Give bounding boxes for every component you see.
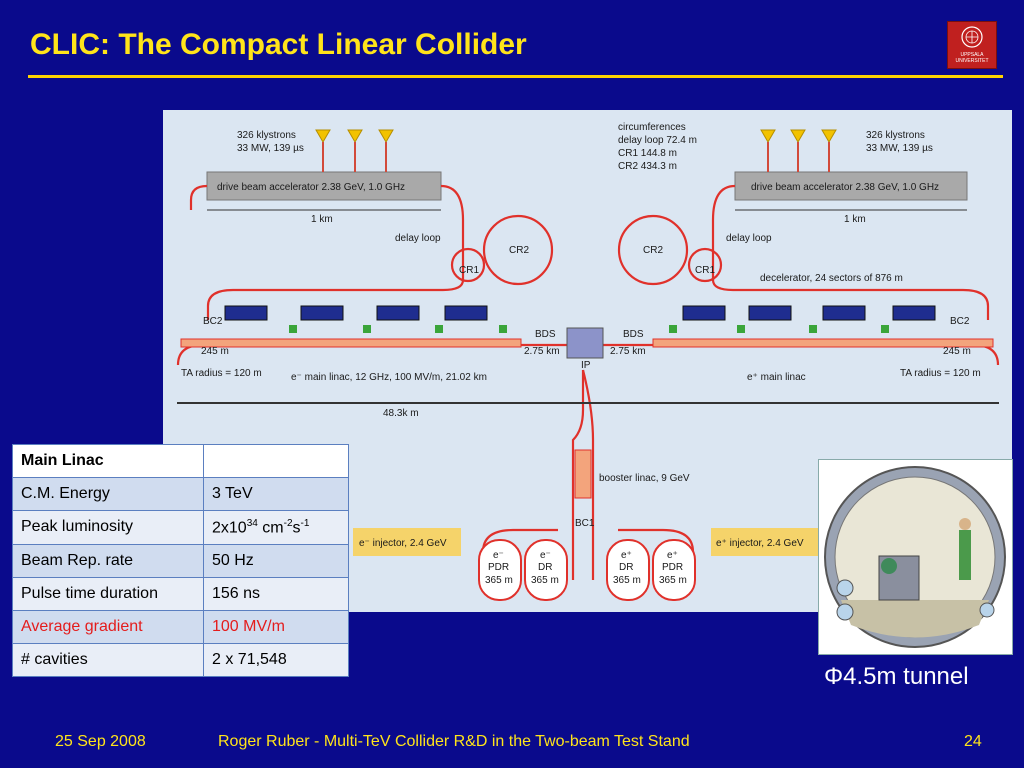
row-param: Pulse time duration — [12, 577, 204, 612]
svg-text:DR: DR — [538, 562, 552, 573]
svg-text:drive beam accelerator 2.38 Ge: drive beam accelerator 2.38 GeV, 1.0 GHz — [217, 182, 405, 193]
svg-text:CR2: CR2 — [509, 245, 529, 256]
svg-text:CR1 144.8 m: CR1 144.8 m — [618, 148, 677, 159]
svg-text:TA radius = 120 m: TA radius = 120 m — [900, 368, 981, 379]
svg-text:1 km: 1 km — [844, 214, 866, 225]
svg-text:326 klystrons: 326 klystrons — [237, 130, 296, 141]
svg-text:delay loop: delay loop — [395, 233, 441, 244]
svg-text:e⁻: e⁻ — [540, 550, 551, 561]
svg-text:circumferences: circumferences — [618, 122, 686, 133]
svg-text:CR2: CR2 — [643, 245, 663, 256]
table-header-row: Main Linac — [12, 444, 349, 478]
tunnel-cross-section-image — [818, 459, 1013, 655]
svg-text:e⁻: e⁻ — [493, 550, 504, 561]
svg-text:BDS: BDS — [535, 329, 556, 340]
svg-text:CR1: CR1 — [459, 265, 479, 276]
row-value: 2x1034 cm-2s-1 — [203, 509, 349, 546]
tunnel-caption: Φ4.5m tunnel — [824, 663, 969, 690]
row-value: 100 MV/m — [203, 610, 349, 645]
svg-text:1 km: 1 km — [311, 214, 333, 225]
svg-text:PDR: PDR — [488, 562, 509, 573]
svg-text:365 m: 365 m — [531, 575, 559, 586]
svg-text:365 m: 365 m — [613, 575, 641, 586]
svg-text:BC2: BC2 — [203, 316, 223, 327]
table-row-highlight: Average gradient 100 MV/m — [12, 610, 349, 645]
logo-text: UPPSALA UNIVERSITET — [955, 52, 989, 64]
row-param: Beam Rep. rate — [12, 544, 204, 579]
page-number: 24 — [964, 733, 982, 750]
svg-text:48.3k m: 48.3k m — [383, 408, 419, 419]
svg-text:BC2: BC2 — [950, 316, 970, 327]
table-row: # cavities 2 x 71,548 — [12, 643, 349, 678]
svg-text:BC1: BC1 — [575, 518, 595, 529]
svg-text:326 klystrons: 326 klystrons — [866, 130, 925, 141]
svg-text:drive beam accelerator 2.38 Ge: drive beam accelerator 2.38 GeV, 1.0 GHz — [751, 182, 939, 193]
svg-text:365 m: 365 m — [485, 575, 513, 586]
svg-text:TA radius = 120 m: TA radius = 120 m — [181, 368, 262, 379]
slide-title: CLIC: The Compact Linear Collider — [30, 28, 527, 61]
svg-text:e⁻ main linac, 12 GHz, 100 MV/: e⁻ main linac, 12 GHz, 100 MV/m, 21.02 k… — [291, 372, 487, 383]
table-row: Pulse time duration 156 ns — [12, 577, 349, 612]
svg-text:decelerator, 24 sectors of 876: decelerator, 24 sectors of 876 m — [760, 273, 903, 284]
svg-text:PDR: PDR — [662, 562, 683, 573]
row-value: 156 ns — [203, 577, 349, 612]
table-row: Peak luminosity 2x1034 cm-2s-1 — [12, 509, 349, 546]
svg-text:e⁺: e⁺ — [621, 550, 632, 561]
svg-text:2.75 km: 2.75 km — [524, 346, 560, 357]
svg-text:DR: DR — [619, 562, 633, 573]
row-value: 50 Hz — [203, 544, 349, 579]
svg-text:33 MW, 139 µs: 33 MW, 139 µs — [237, 143, 304, 154]
footer-date: 25 Sep 2008 — [55, 733, 146, 750]
svg-text:e⁺ main linac: e⁺ main linac — [747, 372, 806, 383]
table-row: Beam Rep. rate 50 Hz — [12, 544, 349, 579]
svg-text:2.75 km: 2.75 km — [610, 346, 646, 357]
svg-text:IP: IP — [581, 360, 591, 371]
table-header-empty — [203, 444, 349, 478]
svg-text:booster linac, 9 GeV: booster linac, 9 GeV — [599, 473, 690, 484]
table-row: C.M. Energy 3 TeV — [12, 477, 349, 511]
svg-text:delay loop 72.4 m: delay loop 72.4 m — [618, 135, 697, 146]
row-param: Average gradient — [12, 610, 204, 645]
uppsala-university-logo: UPPSALA UNIVERSITET — [947, 21, 997, 69]
svg-text:BDS: BDS — [623, 329, 644, 340]
row-param: C.M. Energy — [12, 477, 204, 511]
svg-text:245 m: 245 m — [943, 346, 971, 357]
main-linac-table: Main Linac C.M. Energy 3 TeV Peak lumino… — [12, 444, 349, 678]
svg-text:245 m: 245 m — [201, 346, 229, 357]
svg-text:e⁺ injector, 2.4 GeV: e⁺ injector, 2.4 GeV — [716, 538, 804, 549]
row-value: 2 x 71,548 — [203, 643, 349, 678]
svg-text:delay loop: delay loop — [726, 233, 772, 244]
table-header: Main Linac — [12, 444, 204, 478]
row-param: # cavities — [12, 643, 204, 678]
title-underline — [28, 75, 1003, 78]
footer-title: Roger Ruber - Multi-TeV Collider R&D in … — [218, 733, 690, 750]
svg-text:CR2 434.3 m: CR2 434.3 m — [618, 161, 677, 172]
row-param: Peak luminosity — [12, 509, 204, 546]
svg-text:e⁺: e⁺ — [667, 550, 678, 561]
row-value: 3 TeV — [203, 477, 349, 511]
svg-text:365 m: 365 m — [659, 575, 687, 586]
svg-text:e⁻ injector, 2.4 GeV: e⁻ injector, 2.4 GeV — [359, 538, 447, 549]
svg-text:CR1: CR1 — [695, 265, 715, 276]
svg-text:33 MW, 139 µs: 33 MW, 139 µs — [866, 143, 933, 154]
